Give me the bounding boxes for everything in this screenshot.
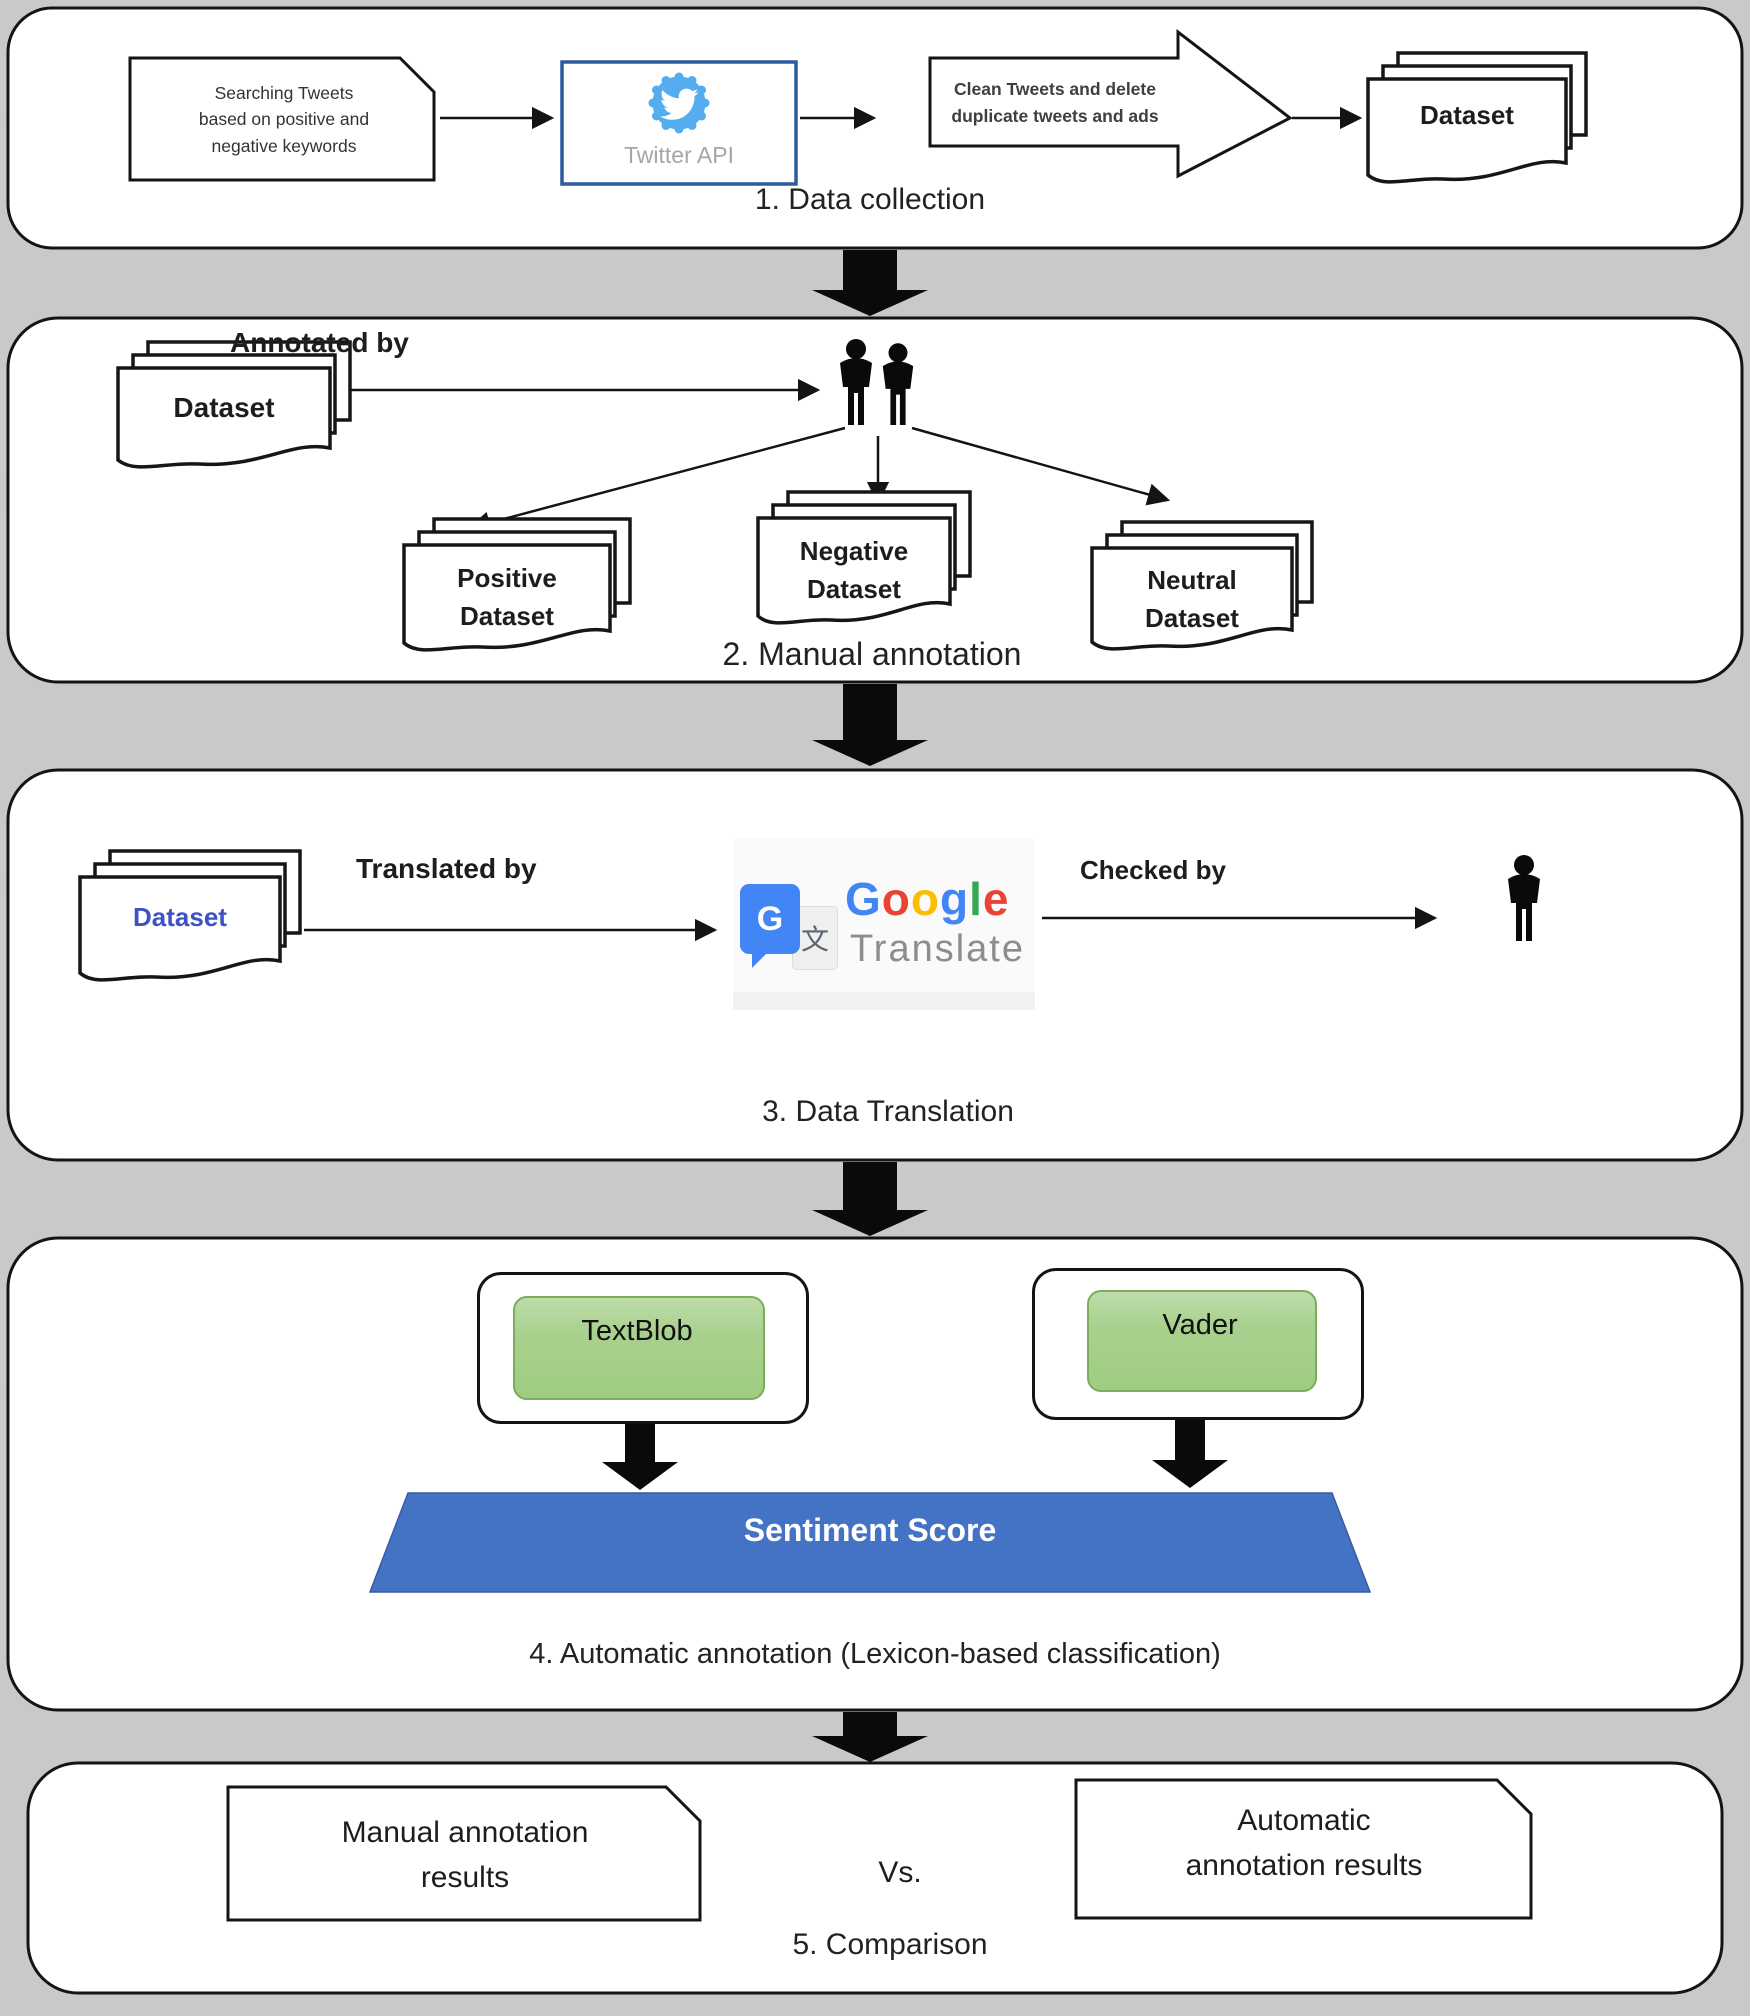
negative-dataset-label: Negative Dataset (799, 536, 909, 604)
down-arrow-icon (602, 1418, 678, 1490)
connector-arrow (911, 426, 1171, 506)
twitter-badge-icon (648, 72, 710, 134)
translate-bubble-icon: G (740, 884, 800, 954)
vader-box (1087, 1290, 1317, 1392)
vs-label: Vs. (878, 1856, 922, 1889)
sentiment-score-trapezoid (368, 1492, 1372, 1593)
textblob-box (513, 1296, 765, 1400)
section-caption-manual-annotation: 2. Manual annotation (722, 636, 1022, 672)
down-arrow-icon (1152, 1414, 1228, 1488)
sentiment-score-label: Sentiment Score (743, 1512, 997, 1548)
manual-results-label: Manual annotation results (341, 1816, 589, 1894)
section-caption-data-collection: 1. Data collection (754, 183, 986, 216)
negative-dataset-multidoc (756, 490, 972, 625)
down-arrow-icon (812, 684, 928, 766)
section-caption-automatic-annotation: 4. Automatic annotation (Lexicon-based c… (529, 1638, 1221, 1670)
google-letter: g (940, 873, 970, 925)
google-letter: o (910, 873, 940, 925)
clean-tweets-block-arrow (928, 28, 1293, 179)
google-translate-logo-strip (733, 992, 1035, 1010)
down-arrow-icon (812, 1712, 928, 1762)
textblob-label: TextBlob (581, 1315, 693, 1347)
down-arrow-icon (812, 1162, 928, 1236)
automatic-results-label: Automatic annotation results (1185, 1804, 1423, 1882)
section-caption-comparison: 5. Comparison (792, 1928, 988, 1961)
dataset-label: Dataset (133, 902, 227, 932)
positive-dataset-multidoc (402, 517, 632, 652)
dataset-multidoc (1366, 51, 1588, 184)
clean-tweets-text: Clean Tweets and delete duplicate tweets… (951, 79, 1159, 127)
down-arrow-icon (812, 250, 928, 316)
google-letter: e (982, 873, 1010, 925)
twitter-api-label: Twitter API (624, 142, 734, 168)
annotated-by-label: Annotated by (230, 327, 409, 358)
search-tweets-card (128, 56, 436, 182)
dataset-label: Dataset (173, 392, 275, 423)
translate-wordmark: Translate (850, 928, 1025, 970)
google-wordmark: Google (845, 872, 1009, 926)
translated-by-label: Translated by (356, 853, 537, 884)
google-letter: o (881, 873, 911, 925)
vader-label: Vader (1162, 1309, 1238, 1341)
search-tweets-text: Searching Tweets based on positive and n… (198, 83, 370, 156)
section-caption-data-translation: 3. Data Translation (762, 1095, 1014, 1128)
dataset-label: Dataset (1420, 100, 1514, 130)
google-letter: G (845, 873, 882, 925)
connector-arrow (467, 426, 846, 534)
translate-bubble-tail-icon (752, 952, 768, 968)
positive-dataset-label: Positive Dataset (457, 563, 557, 631)
neutral-dataset-label: Neutral Dataset (1145, 565, 1239, 633)
automatic-results-card (1074, 1778, 1533, 1920)
dataset-multidoc (78, 849, 302, 982)
neutral-dataset-multidoc (1090, 520, 1314, 651)
dataset-multidoc (116, 340, 352, 469)
checked-by-label: Checked by (1080, 855, 1226, 885)
google-letter: l (969, 873, 983, 925)
manual-results-card (226, 1785, 702, 1922)
